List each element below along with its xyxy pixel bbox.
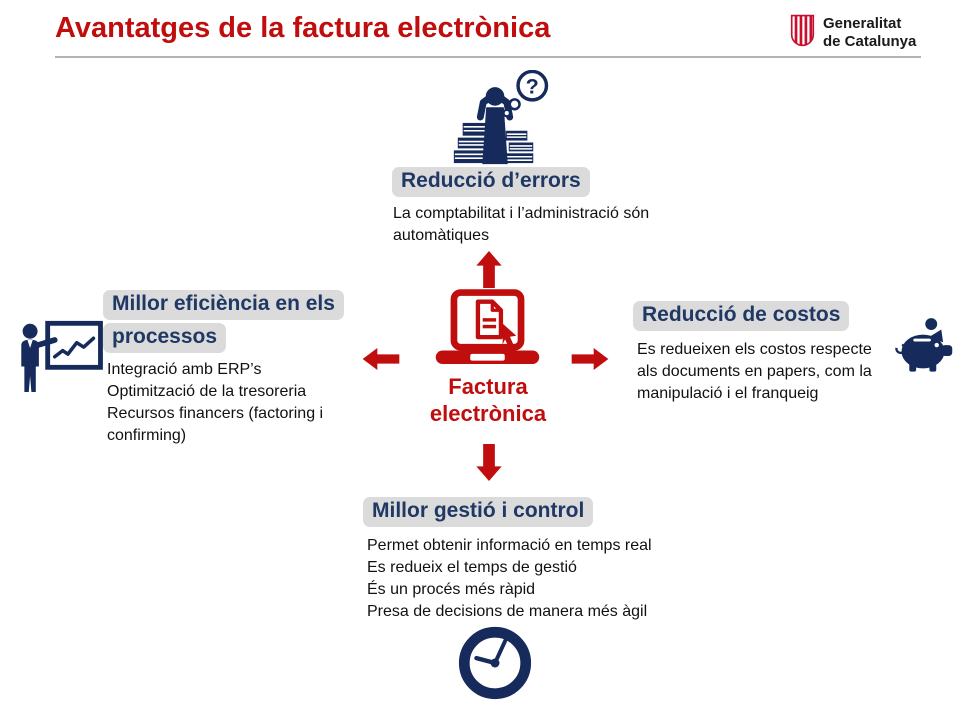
bottom-body-line: Permet obtenir informació en temps real [367, 537, 652, 554]
bottom-body-line: Es redueix el temps de gestió [367, 559, 577, 576]
header-divider [55, 56, 921, 58]
top-heading-badge: Reducció d’errors [392, 167, 590, 197]
clock-icon [456, 624, 534, 702]
arrow-up-icon [476, 251, 502, 288]
arrow-down-icon [476, 444, 502, 481]
left-body-line: Optimització de la tresoreria [107, 383, 307, 400]
right-heading-badge: Reducció de costos [633, 301, 850, 331]
top-body-text: La comptabilitat i l’administració són a… [393, 205, 650, 244]
logo-text: Generalitat de Catalunya [823, 15, 916, 51]
left-heading-line1: Millor eficiència en els [103, 290, 344, 320]
confused-person-papers-icon: ? [437, 70, 555, 168]
right-body-text: Es redueixen els costos respecte als doc… [637, 341, 872, 402]
piggy-bank-icon [891, 316, 955, 376]
arrow-left-icon [362, 348, 400, 370]
left-body-text: Integració amb ERP’s Optimització de la … [107, 359, 357, 447]
senyera-shield-icon [789, 13, 816, 50]
question-mark-glyph: ? [526, 74, 539, 99]
bottom-body-text: Permet obtenir informació en temps real … [367, 535, 707, 623]
bottom-heading: Millor gestió i control [363, 497, 594, 527]
bottom-heading-badge: Millor gestió i control [363, 497, 594, 527]
center-label-line1: Factura [448, 374, 528, 399]
logo-line2: de Catalunya [823, 33, 917, 50]
center-label: Factura electrònica [398, 373, 578, 427]
arrow-right-icon [571, 348, 609, 370]
generalitat-logo: Generalitat de Catalunya [789, 13, 916, 51]
page-title: Avantatges de la factura electrònica [55, 12, 551, 44]
bottom-body-line: Presa de decisions de manera més àgil [367, 603, 648, 620]
logo-line1: Generalitat [823, 15, 902, 32]
laptop-invoice-icon [430, 289, 545, 368]
left-heading-line2: processos [103, 323, 227, 353]
left-body-line: Recursos financers (factoring i confirmi… [107, 405, 324, 444]
center-label-line2: electrònica [429, 401, 547, 426]
left-heading-badge-line2: processos [103, 323, 227, 353]
top-heading: Reducció d’errors [392, 167, 590, 197]
left-heading-badge-line1: Millor eficiència en els [103, 290, 344, 320]
right-heading: Reducció de costos [633, 301, 850, 331]
bottom-body-line: És un procés més ràpid [367, 581, 536, 598]
presenter-chart-icon [16, 316, 104, 394]
left-body-line: Integració amb ERP’s [107, 361, 262, 378]
